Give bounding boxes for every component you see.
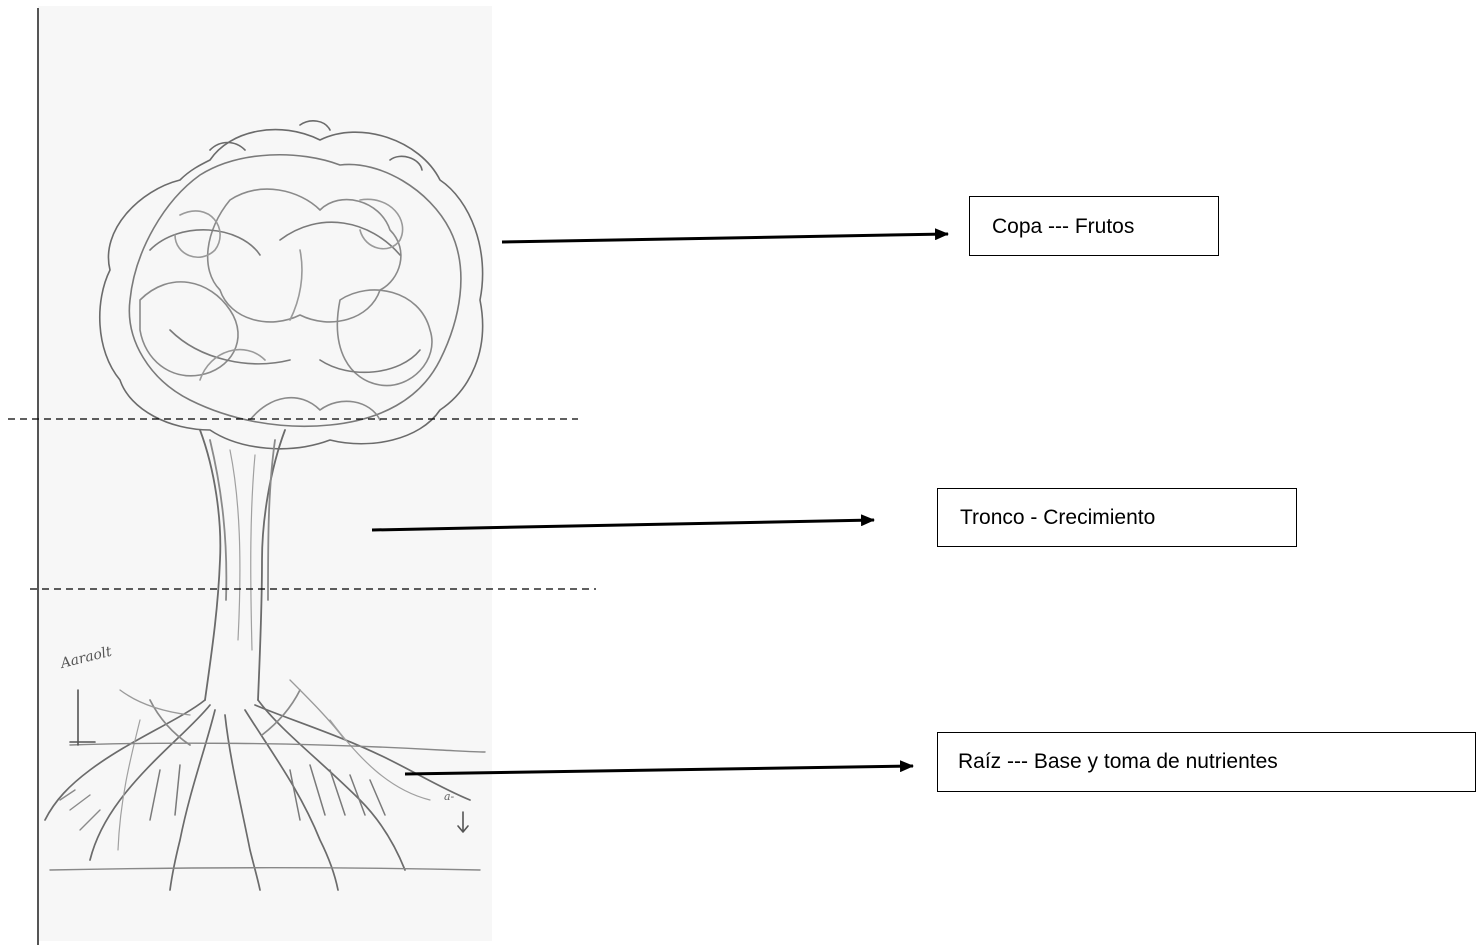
label-box-tronco: Tronco - Crecimiento xyxy=(937,488,1297,547)
handwritten-side-note: a- xyxy=(444,790,455,803)
arrow-to-copa xyxy=(502,234,948,242)
label-raiz-text: Raíz --- Base y toma de nutrientes xyxy=(958,750,1278,774)
label-tronco-text: Tronco - Crecimiento xyxy=(960,506,1155,530)
label-box-raiz: Raíz --- Base y toma de nutrientes xyxy=(937,732,1476,792)
paper-shade xyxy=(38,6,492,941)
label-copa-text: Copa --- Frutos xyxy=(992,215,1134,239)
label-box-copa: Copa --- Frutos xyxy=(969,196,1219,256)
